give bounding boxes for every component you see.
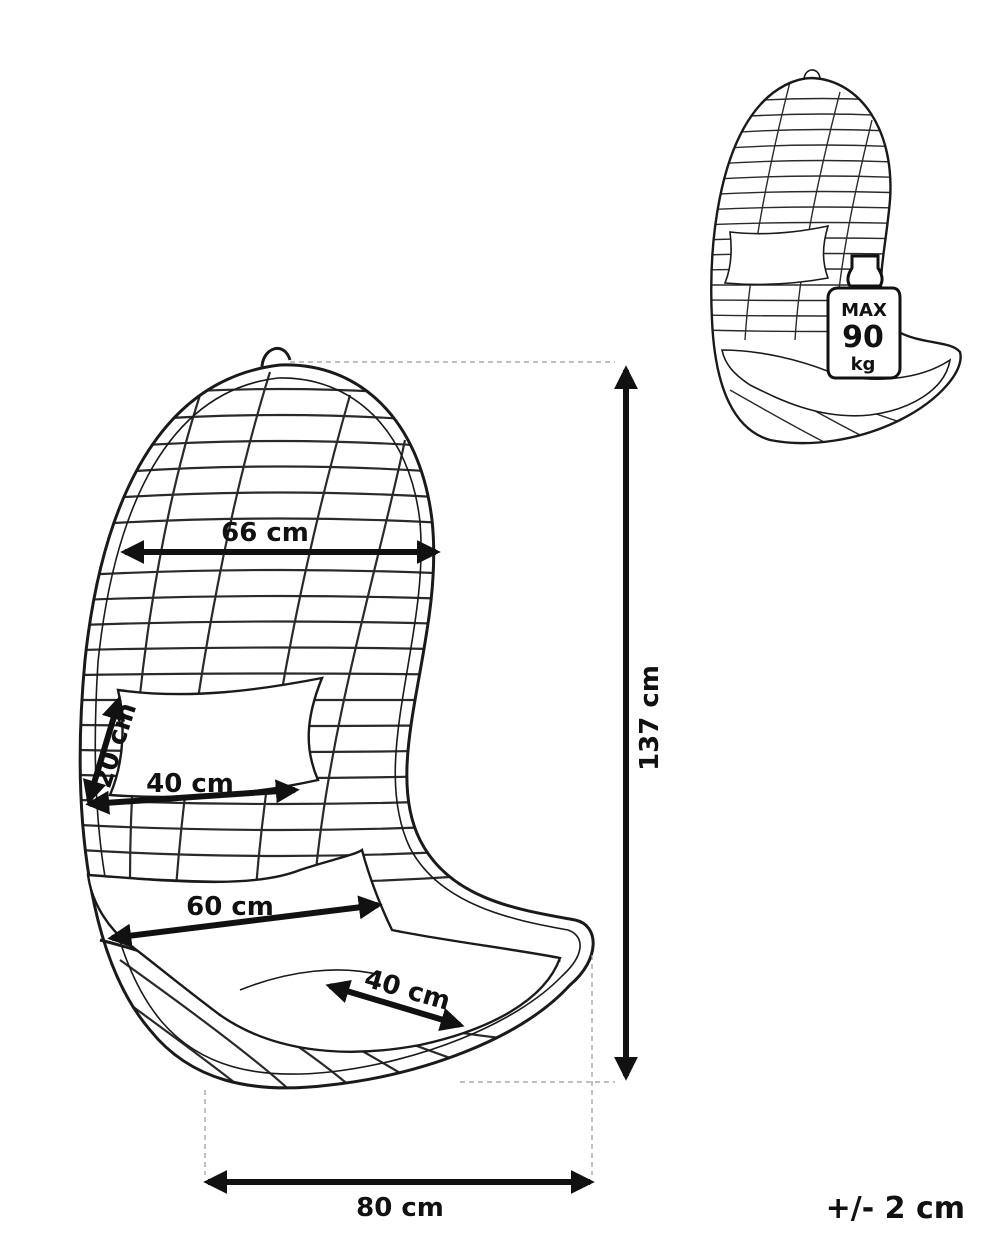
small-shell-rim	[710, 76, 962, 445]
small-back-pillow	[723, 224, 830, 286]
base-width-label: 80 cm	[356, 1193, 444, 1223]
seat-cushion-seam	[239, 969, 381, 991]
seat-width-label: 60 cm	[186, 892, 274, 922]
width-top-label: 66 cm	[221, 518, 309, 548]
pillow-width-label: 40 cm	[146, 769, 234, 799]
dimension-arrows	[83, 365, 638, 1194]
max-load-weight-icon: MAX 90 kg	[826, 254, 902, 380]
max-load-unit: kg	[851, 354, 876, 375]
small-seat-cushion	[721, 349, 952, 417]
small-chair-illustration	[710, 69, 962, 445]
dimension-labels: 66 cm 137 cm 20 cm 40 cm 60 cm 40 cm 80 …	[88, 518, 965, 1226]
max-load-value: 90	[842, 320, 884, 355]
weight-knob	[846, 254, 884, 288]
seat-cushion	[86, 848, 562, 1053]
dimension-guides	[204, 361, 615, 1175]
seat-depth-arrow	[325, 980, 465, 1031]
weight-body	[826, 286, 902, 380]
height-total-label: 137 cm	[635, 665, 665, 771]
hanging-loop	[260, 347, 292, 369]
max-load-label: MAX	[841, 300, 887, 321]
tolerance-label: +/- 2 cm	[826, 1191, 965, 1226]
pillow-width-arrow	[85, 779, 300, 815]
shell-outer-rim	[78, 363, 595, 1090]
small-hanging-loop	[803, 69, 821, 81]
shell-inner-rim	[94, 377, 581, 1075]
seat-width-arrow	[107, 895, 383, 948]
